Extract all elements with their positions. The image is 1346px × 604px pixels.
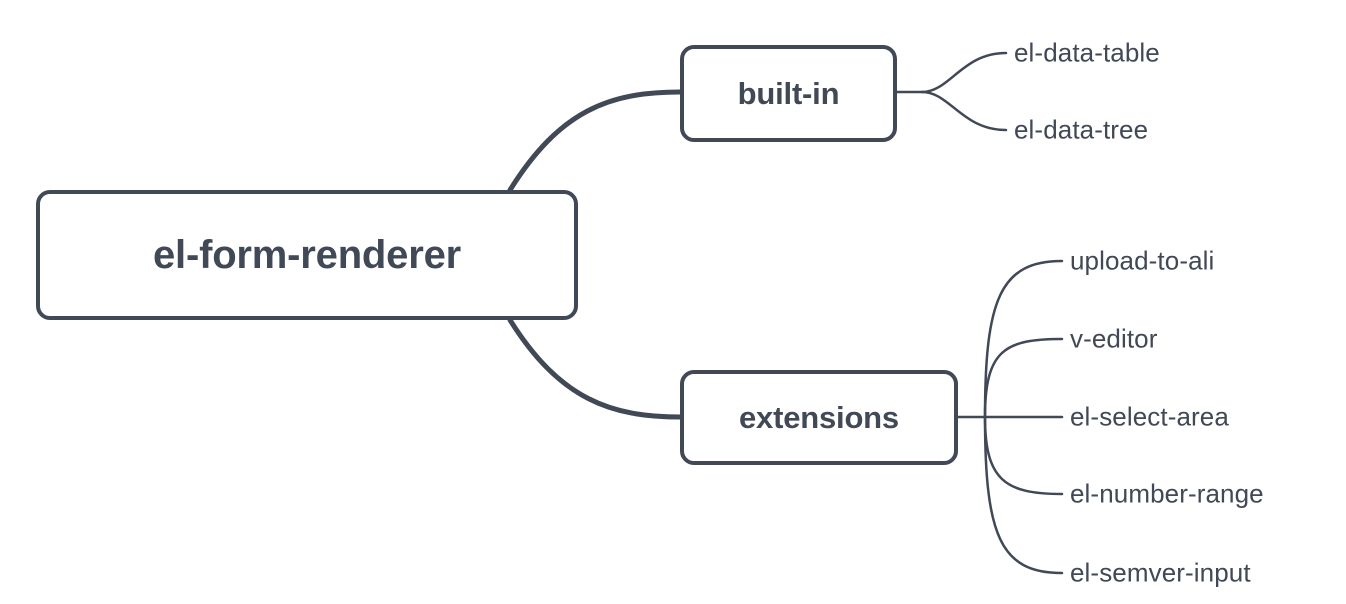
edge-extensions-to-v-editor bbox=[983, 337, 1064, 419]
node-root[interactable]: el-form-renderer bbox=[36, 190, 578, 320]
edge-extensions-to-el-semver-input bbox=[983, 415, 1064, 575]
leaf-el-select-area[interactable]: el-select-area bbox=[1070, 401, 1229, 432]
leaf-el-semver-input[interactable]: el-semver-input bbox=[1070, 557, 1251, 588]
leaf-el-number-range[interactable]: el-number-range bbox=[1070, 478, 1264, 509]
node-extensions[interactable]: extensions bbox=[680, 370, 958, 465]
edge-root-to-extensions bbox=[507, 317, 683, 420]
leaf-upload-to-ali[interactable]: upload-to-ali bbox=[1070, 245, 1215, 276]
edge-built-in-to-el-data-tree bbox=[920, 90, 1008, 132]
leaf-v-editor[interactable]: v-editor bbox=[1070, 323, 1158, 354]
edge-built-in-to-el-data-table bbox=[920, 51, 1008, 94]
edge-extensions-to-upload-to-ali bbox=[983, 259, 1064, 419]
leaf-el-data-tree[interactable]: el-data-tree bbox=[1014, 114, 1149, 145]
leaf-el-data-table[interactable]: el-data-table bbox=[1014, 37, 1160, 68]
node-built-in[interactable]: built-in bbox=[680, 45, 897, 142]
edge-extensions-to-el-number-range bbox=[983, 415, 1064, 496]
edge-root-to-built-in bbox=[507, 89, 683, 193]
